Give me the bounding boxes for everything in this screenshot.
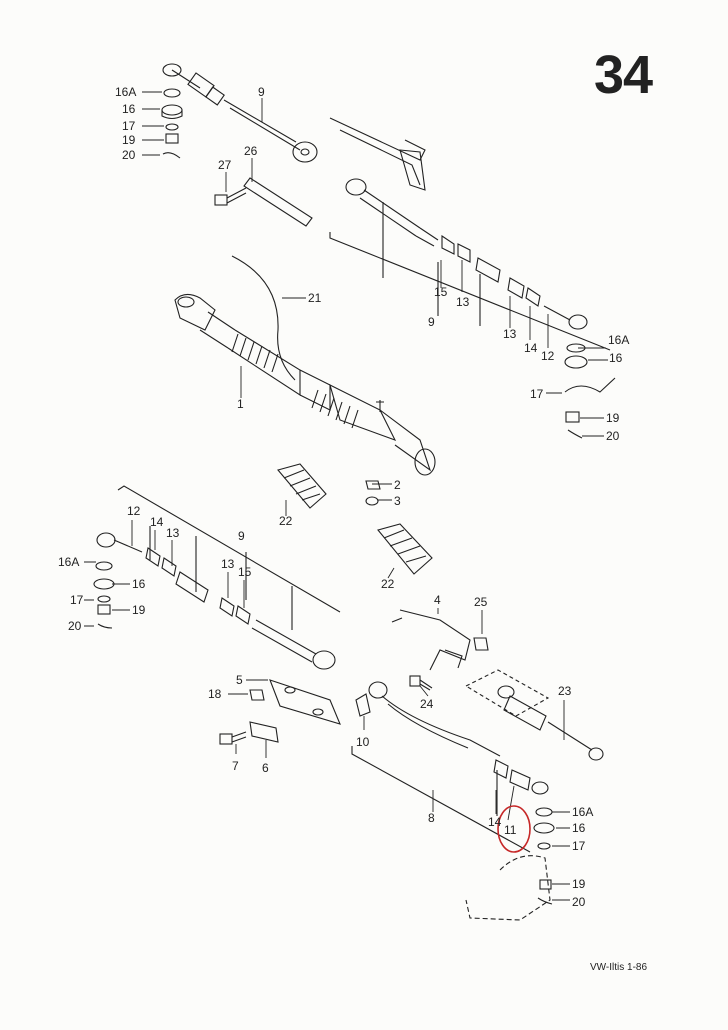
- callout-label: 22: [381, 577, 395, 591]
- page-number: 34: [594, 45, 653, 105]
- callout-label: 17: [572, 839, 586, 853]
- callout-label: 19: [606, 411, 620, 425]
- callout-label: 22: [279, 514, 293, 528]
- callout-label: 16: [132, 577, 146, 591]
- bracket-5: [269, 679, 341, 725]
- callout-label: 8: [428, 811, 435, 825]
- tie-rod-left-middle: [96, 532, 336, 670]
- boot-22-upper: [277, 463, 327, 509]
- callout-label: 13: [503, 327, 517, 341]
- callout-label: 5: [236, 673, 243, 687]
- bolt-27: [214, 187, 247, 206]
- tie-rod-top-left: [162, 63, 318, 163]
- callout-label: 20: [122, 148, 136, 162]
- bracket-4: [391, 609, 471, 671]
- callout-label: 15: [238, 565, 252, 579]
- callout-label: 14: [524, 341, 538, 355]
- tie-rod-top-right: [345, 178, 588, 330]
- leader-lines: [84, 91, 608, 901]
- small-parts-top-left: [161, 88, 183, 159]
- callout-label: 14: [150, 515, 164, 529]
- callout-label: 1: [237, 397, 244, 411]
- boot-22-lower: [377, 523, 433, 575]
- callout-label: 9: [258, 85, 265, 99]
- bracket-top-right: [329, 117, 426, 191]
- bellows-on-housing: [231, 333, 359, 429]
- assembly-bracket-9-left: [117, 485, 341, 630]
- callout-label: 23: [558, 684, 572, 698]
- callout-label: 25: [474, 595, 488, 609]
- callout-label: 27: [218, 158, 232, 172]
- callout-label: 17: [530, 387, 544, 401]
- callout-label: 9: [238, 529, 245, 543]
- callout-label: 9: [428, 315, 435, 329]
- small-parts-top-right: [564, 343, 616, 439]
- callout-label: 2: [394, 478, 401, 492]
- callout-label: 14: [488, 815, 502, 829]
- callout-label: 21: [308, 291, 322, 305]
- callout-label: 16: [609, 351, 623, 365]
- steering-knuckle-dashed: [465, 855, 551, 921]
- footer-reference: VW-Iltis 1-86: [590, 962, 648, 973]
- callout-label: 16A: [58, 555, 79, 569]
- washer-3: [365, 496, 379, 506]
- highlight-circle: [497, 805, 531, 853]
- assembly-bracket-8: [351, 746, 531, 853]
- callout-label: 15: [434, 285, 448, 299]
- callout-label: 7: [232, 759, 239, 773]
- callout-label: 24: [420, 697, 434, 711]
- callout-label: 13: [456, 295, 470, 309]
- callout-label: 19: [572, 877, 586, 891]
- callout-label: 4: [434, 593, 441, 607]
- callout-label: 20: [68, 619, 82, 633]
- callout-label: 16A: [572, 805, 593, 819]
- small-parts-left-middle: [93, 561, 115, 629]
- bolt-7: [219, 731, 247, 745]
- assembly-bracket-9-right: [329, 202, 611, 351]
- callout-label: 16: [572, 821, 586, 835]
- nut-2: [365, 480, 381, 490]
- hose-21: [231, 255, 296, 381]
- callout-label: 17: [122, 119, 136, 133]
- bolt-24: [409, 675, 433, 691]
- callout-label: 16: [122, 102, 136, 116]
- nut-25: [473, 637, 489, 651]
- bracket-26: [243, 177, 313, 227]
- plate-6: [249, 721, 279, 743]
- tie-rod-bottom: [355, 681, 549, 795]
- callout-label: 16A: [608, 333, 629, 347]
- callout-labels: 16A 16 17 19 20 9 27 26 21 1 15 13 9 13 …: [58, 85, 629, 909]
- callout-label: 18: [208, 687, 222, 701]
- callout-label: 19: [132, 603, 146, 617]
- steering-rack-housing: [174, 293, 436, 476]
- callout-label: 10: [356, 735, 370, 749]
- callout-label: 26: [244, 144, 258, 158]
- callout-label: 13: [221, 557, 235, 571]
- callout-label: 12: [541, 349, 555, 363]
- callout-label: 13: [166, 526, 180, 540]
- callout-label: 16A: [115, 85, 136, 99]
- callout-label: 20: [572, 895, 586, 909]
- nut-18: [249, 689, 265, 701]
- callout-label: 19: [122, 133, 136, 147]
- callout-label: 20: [606, 429, 620, 443]
- callout-label: 3: [394, 494, 401, 508]
- bracket-plate-dashed: [464, 669, 550, 717]
- callout-label: 11: [504, 823, 517, 837]
- steering-damper-23: [497, 685, 604, 761]
- callout-label: 17: [70, 593, 84, 607]
- callout-label: 12: [127, 504, 141, 518]
- callout-label: 6: [262, 761, 269, 775]
